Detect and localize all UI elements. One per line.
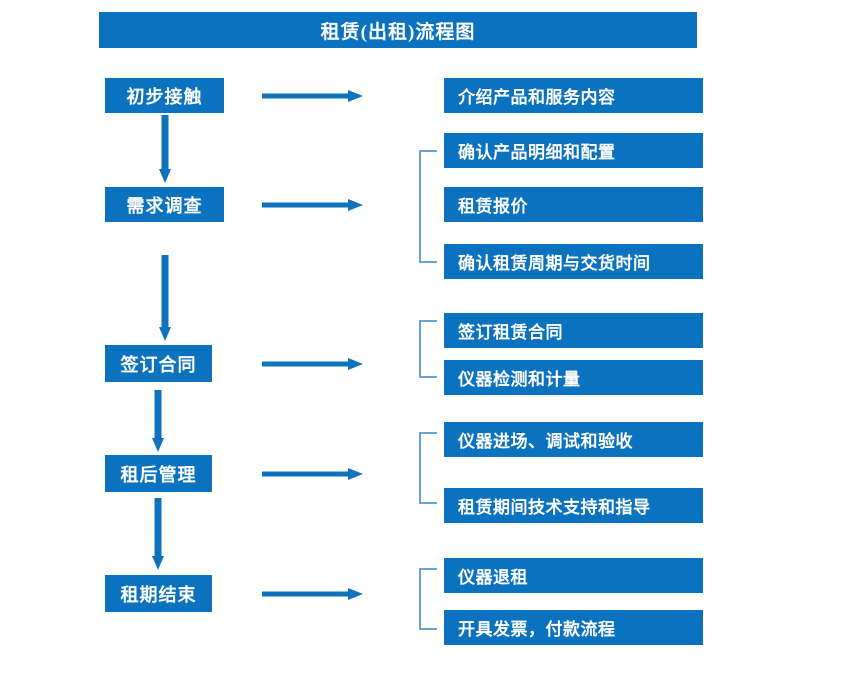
- page-title: 租赁(出租)流程图: [99, 12, 697, 48]
- stage-box-1[interactable]: 初步接触: [105, 78, 224, 113]
- horizontal-arrow-2: [262, 199, 363, 211]
- stage-box-3[interactable]: 签订合同: [105, 345, 212, 382]
- horizontal-arrow-4: [262, 468, 363, 480]
- horizontal-arrow-1: [262, 90, 363, 102]
- detail-box-g5-2[interactable]: 开具发票，付款流程: [444, 610, 703, 645]
- detail-box-g2-1[interactable]: 确认产品明细和配置: [444, 133, 703, 168]
- stage-box-2[interactable]: 需求调查: [105, 187, 224, 222]
- detail-box-g3-1[interactable]: 签订租赁合同: [444, 313, 703, 348]
- vertical-arrow-3-to-4: [152, 390, 164, 452]
- horizontal-arrow-5: [262, 588, 363, 600]
- vertical-arrow-2-to-3: [159, 255, 171, 341]
- stage-box-5[interactable]: 租期结束: [105, 575, 212, 612]
- detail-box-g3-2[interactable]: 仪器检测和计量: [444, 360, 703, 395]
- detail-box-g4-2[interactable]: 租赁期间技术支持和指导: [444, 488, 703, 523]
- detail-box-g2-2[interactable]: 租赁报价: [444, 187, 703, 222]
- horizontal-arrow-3: [262, 358, 363, 370]
- group-bracket-4: [419, 432, 437, 504]
- detail-box-g2-3[interactable]: 确认租赁周期与交货时间: [444, 244, 703, 279]
- detail-box-g1-1[interactable]: 介绍产品和服务内容: [444, 78, 703, 113]
- group-bracket-3: [419, 320, 437, 378]
- group-bracket-5: [419, 568, 437, 630]
- vertical-arrow-1-to-2: [159, 115, 171, 183]
- detail-box-g4-1[interactable]: 仪器进场、调试和验收: [444, 422, 703, 457]
- stage-box-4[interactable]: 租后管理: [105, 455, 212, 492]
- detail-box-g5-1[interactable]: 仪器退租: [444, 558, 703, 593]
- vertical-arrow-4-to-5: [152, 498, 164, 570]
- group-bracket-2: [419, 150, 437, 263]
